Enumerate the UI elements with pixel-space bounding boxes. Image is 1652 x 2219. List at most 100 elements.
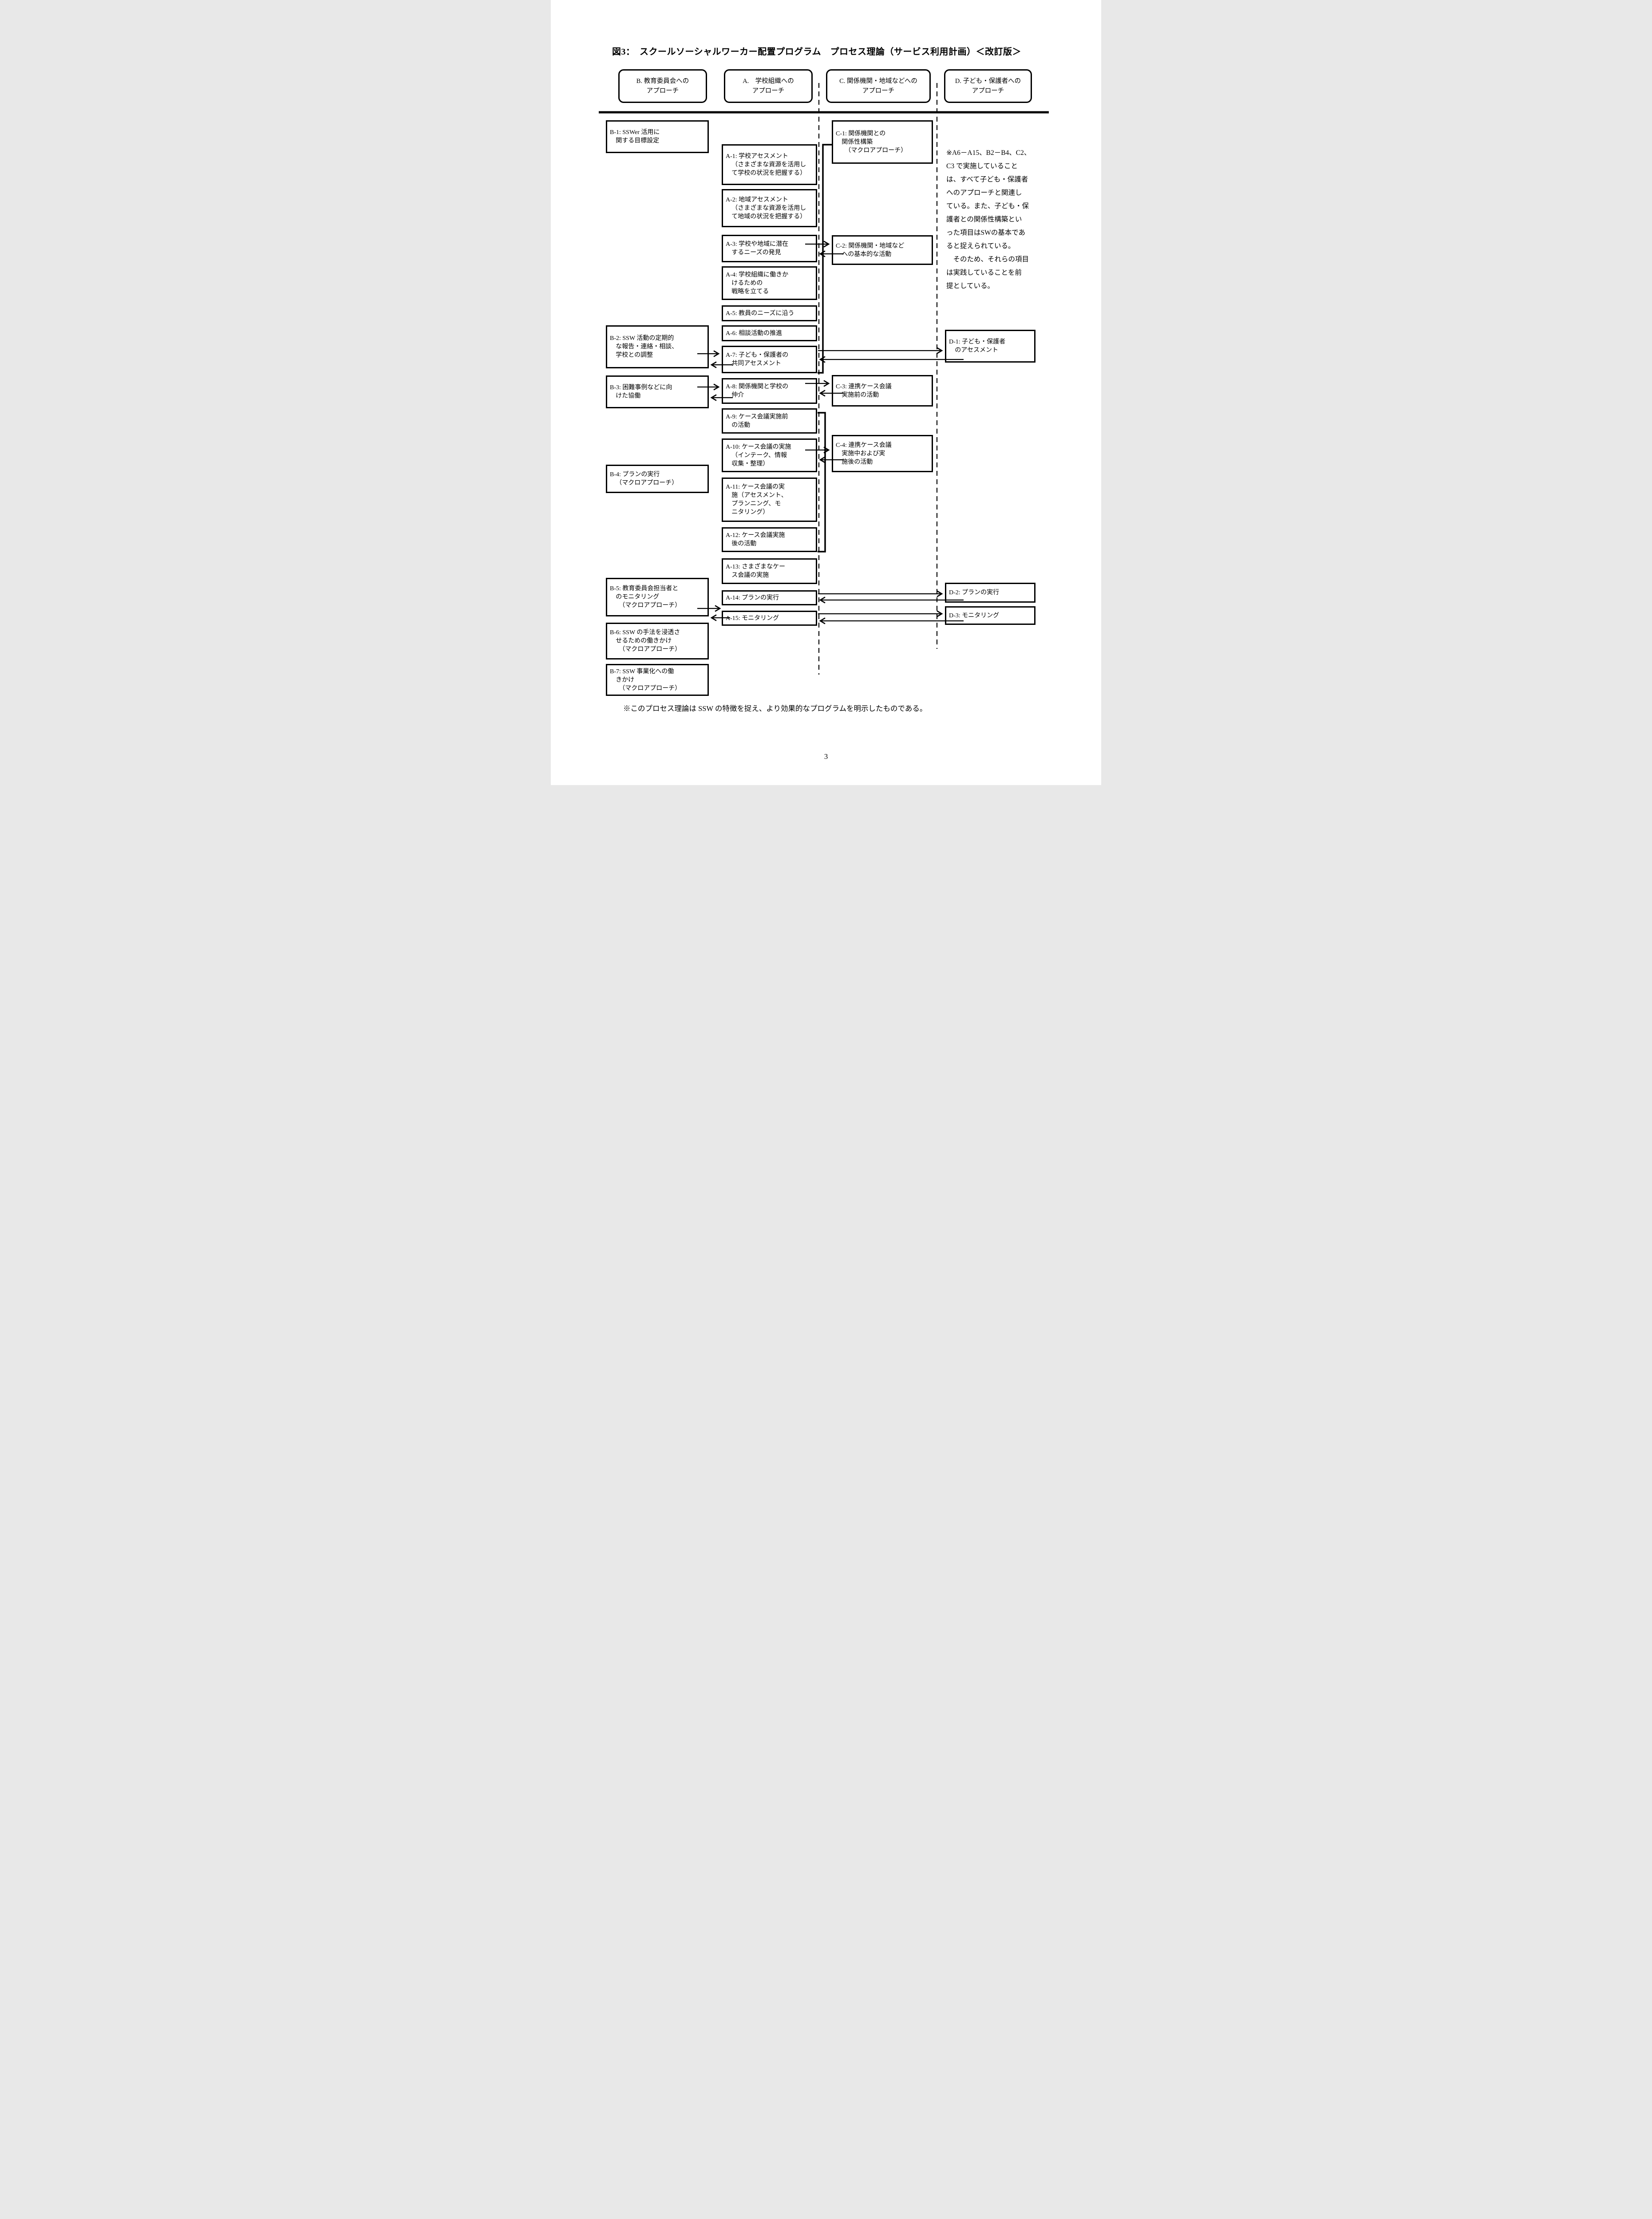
- box-line: A-6: 相談活動の推進: [726, 330, 783, 337]
- box-b1: B-1: SSWer 活用に 関する目標設定: [606, 120, 709, 153]
- box-line: A-1: 学校アセスメント: [726, 153, 788, 160]
- box-c2: C-2: 関係機関・地域など への基本的な活動: [832, 235, 933, 265]
- box-line: きかけ: [616, 676, 635, 683]
- side-note-line: ※A6－A15、B2－B4、C2、: [946, 149, 1031, 157]
- box-line: B-5: 教育委員会担当者と: [610, 585, 679, 592]
- side-note: ※A6－A15、B2－B4、C2、 C3 で実施していること は、すべて子ども・…: [946, 146, 1060, 293]
- box-line: の活動: [731, 422, 751, 429]
- box-d2: D-2: プランの実行: [945, 583, 1035, 603]
- side-note-line: へのアプローチと関連し: [946, 189, 1022, 197]
- header-line: アプローチ: [752, 87, 785, 95]
- box-line: 施（アセスメント、: [731, 492, 787, 499]
- box-b3: B-3: 困難事例などに向 けた協働: [606, 375, 709, 408]
- box-c3: C-3: 連携ケース会議 実施前の活動: [832, 375, 933, 407]
- document-page: 図3： スクールソーシャルワーカー配置プログラム プロセス理論（サービス利用計画…: [551, 0, 1101, 785]
- header-column-d: D. 子ども・保護者への アプローチ: [944, 69, 1032, 103]
- header-line: D. 子ども・保護者への: [955, 78, 1021, 85]
- box-line: B-3: 困難事例などに向: [610, 384, 672, 391]
- header-line: A. 学校組織への: [743, 78, 794, 85]
- box-line: （マクロアプローチ）: [616, 602, 681, 609]
- box-b7: B-7: SSW 事業化への働 きかけ （マクロアプローチ）: [606, 664, 709, 696]
- box-line: A-14: プランの実行: [726, 594, 779, 601]
- header-line: B. 教育委員会への: [636, 78, 689, 85]
- box-line: A-2: 地域アセスメント: [726, 196, 788, 203]
- box-b5: B-5: 教育委員会担当者と のモニタリング （マクロアプローチ）: [606, 578, 709, 616]
- side-note-line: った項目はSWの基本であ: [946, 229, 1026, 237]
- box-line: のモニタリング: [616, 594, 660, 600]
- box-a15: A-15: モニタリング: [722, 611, 817, 626]
- header-line: C. 関係機関・地域などへの: [839, 78, 917, 85]
- box-line: A-5: 教員のニーズに沿う: [726, 310, 794, 317]
- box-d1: D-1: 子ども・保護者 のアセスメント: [945, 330, 1035, 363]
- header-column-b: B. 教育委員会への アプローチ: [618, 69, 707, 103]
- box-c4: C-4: 連携ケース会議 実施中および実 施後の活動: [832, 435, 933, 472]
- box-a11: A-11: ケース会議の実 施（アセスメント、 プランニング、モ ニタリング）: [722, 478, 817, 522]
- box-line: C-1: 関係機関との: [836, 130, 886, 137]
- box-line: 学校との調整: [616, 352, 653, 359]
- box-line: A-10: ケース会議の実施: [726, 443, 791, 450]
- box-line: A-13: さまざまなケー: [726, 564, 786, 570]
- box-line: B-2: SSW 活動の定期的: [610, 335, 674, 342]
- box-line: 共同アセスメント: [731, 360, 782, 367]
- box-line: A-15: モニタリング: [726, 615, 779, 622]
- box-a7: A-7: 子ども・保護者の 共同アセスメント: [722, 346, 817, 373]
- box-a13: A-13: さまざまなケー ス会議の実施: [722, 558, 817, 584]
- box-d3: D-3: モニタリング: [945, 606, 1035, 625]
- box-line: 実施中および実: [842, 450, 885, 457]
- side-note-line: そのため、それらの項目: [946, 256, 1029, 263]
- box-line: するニーズの発見: [731, 249, 781, 256]
- box-line: 仲介: [731, 392, 744, 399]
- box-line: 関する目標設定: [616, 138, 660, 144]
- box-line: 関係性構築: [842, 138, 873, 146]
- box-line: （マクロアプローチ）: [842, 147, 907, 154]
- bracket-a9-to-a12: [818, 412, 826, 553]
- box-line: D-2: プランの実行: [949, 589, 1000, 596]
- box-line: （マクロアプローチ）: [616, 685, 681, 692]
- box-a3: A-3: 学校や地域に潜在 するニーズの発見: [722, 235, 817, 262]
- box-line: ス会議の実施: [731, 572, 769, 579]
- box-line: A-9: ケース会議実施前: [726, 413, 788, 420]
- box-line: A-3: 学校や地域に潜在: [726, 241, 789, 248]
- box-line: ニタリング）: [731, 509, 769, 516]
- box-line: （インテーク、情報: [731, 452, 787, 459]
- box-a8: A-8: 関係機関と学校の 仲介: [722, 378, 817, 404]
- box-line: A-11: ケース会議の実: [726, 484, 785, 490]
- box-line: への基本的な活動: [842, 251, 892, 258]
- box-line: プランニング、モ: [731, 501, 781, 507]
- box-a5: A-5: 教員のニーズに沿う: [722, 305, 817, 321]
- box-line: B-1: SSWer 活用に: [610, 129, 660, 136]
- box-line: A-7: 子ども・保護者の: [726, 352, 789, 359]
- side-note-line: 護者との関係性構築とい: [946, 216, 1022, 223]
- box-line: けるための: [731, 280, 763, 287]
- box-line: C-2: 関係機関・地域など: [836, 242, 905, 249]
- side-note-line: は実践していることを前: [946, 269, 1022, 276]
- side-note-line: は、すべて子ども・保護者: [946, 176, 1028, 183]
- header-line: アプローチ: [646, 87, 679, 95]
- box-a10: A-10: ケース会議の実施 （インテーク、情報 収集・整理）: [722, 438, 817, 472]
- box-c1: C-1: 関係機関との 関係性構築 （マクロアプローチ）: [832, 120, 933, 164]
- box-line: B-6: SSW の手法を浸透さ: [610, 629, 680, 636]
- box-line: て地域の状況を把握する）: [731, 213, 806, 220]
- box-a9: A-9: ケース会議実施前 の活動: [722, 408, 817, 434]
- box-line: B-7: SSW 事業化への働: [610, 668, 674, 675]
- box-line: （さまざまな資源を活用し: [731, 161, 806, 168]
- box-line: な報告・連絡・相談、: [616, 344, 678, 350]
- box-line: D-1: 子ども・保護者: [949, 339, 1006, 345]
- box-line: 施後の活動: [842, 458, 873, 466]
- box-a6: A-6: 相談活動の推進: [722, 325, 817, 341]
- box-a2: A-2: 地域アセスメント （さまざまな資源を活用し て地域の状況を把握する）: [722, 189, 817, 227]
- box-line: C-3: 連携ケース会議: [836, 383, 892, 390]
- header-column-a: A. 学校組織への アプローチ: [724, 69, 813, 103]
- box-line: （さまざまな資源を活用し: [731, 205, 806, 212]
- side-note-line: C3 で実施していること: [946, 162, 1018, 170]
- bottom-footnote: ※このプロセス理論は SSW の特徴を捉え、より効果的なプログラムを明示したもの…: [623, 704, 927, 713]
- box-a14: A-14: プランの実行: [722, 590, 817, 605]
- box-b2: B-2: SSW 活動の定期的 な報告・連絡・相談、 学校との調整: [606, 325, 709, 368]
- box-line: せるための働きかけ: [616, 638, 672, 644]
- bracket-c1-to-a7: [818, 144, 832, 374]
- box-b6: B-6: SSW の手法を浸透さ せるための働きかけ （マクロアプローチ）: [606, 623, 709, 659]
- side-note-line: ると捉えられている。: [946, 242, 1015, 250]
- box-line: D-3: モニタリング: [949, 612, 1000, 619]
- box-line: C-4: 連携ケース会議: [836, 442, 892, 449]
- box-line: 収集・整理）: [731, 460, 769, 467]
